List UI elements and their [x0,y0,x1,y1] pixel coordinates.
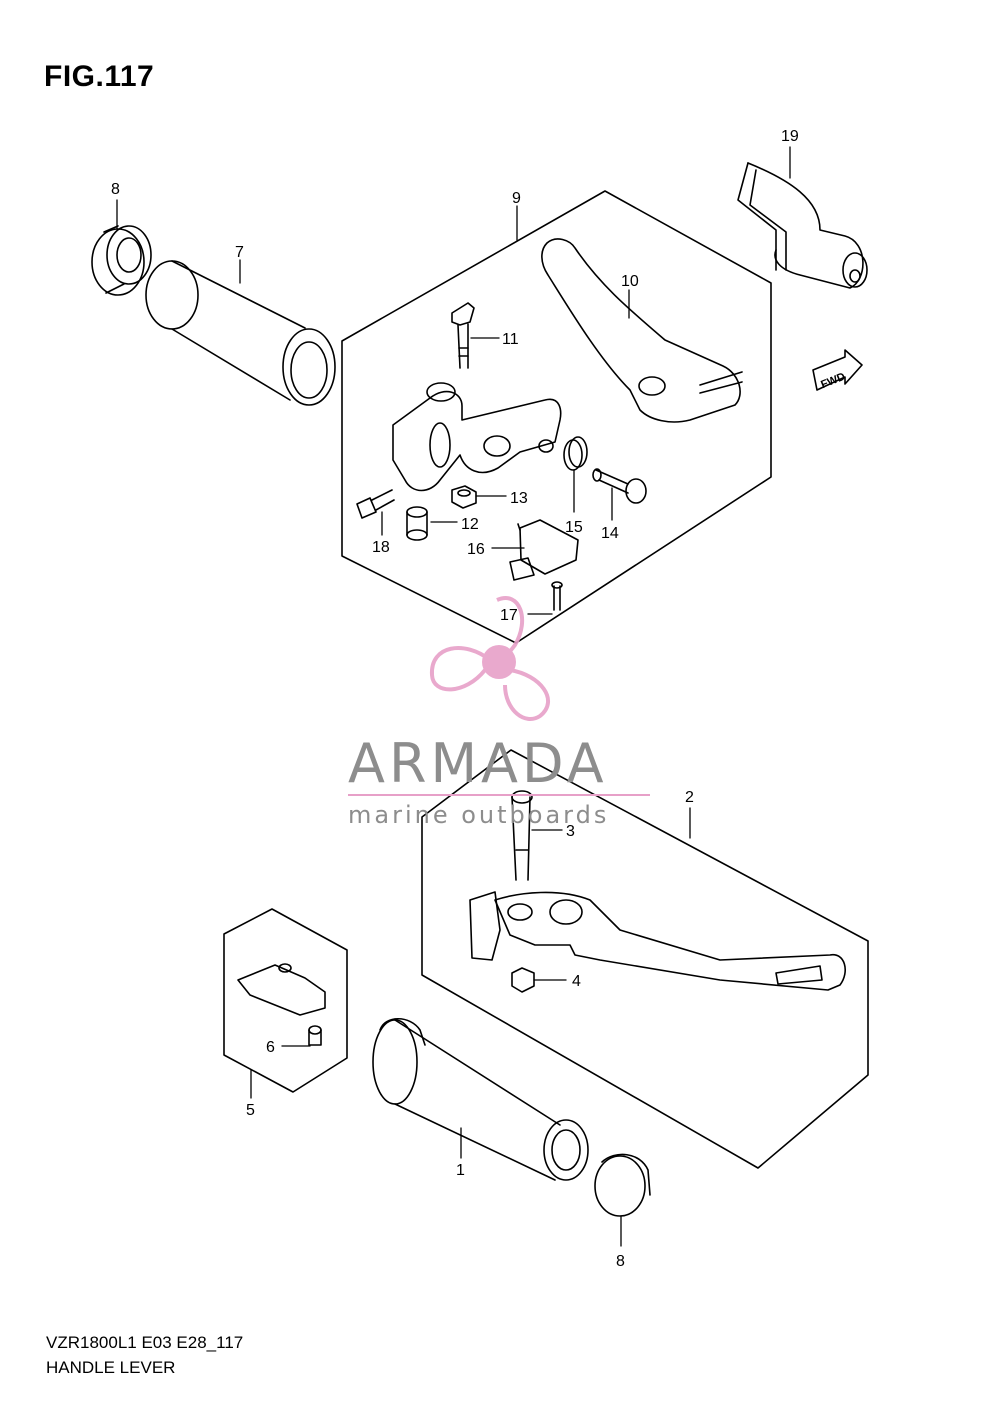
callouts: 8 7 9 10 19 11 13 12 18 15 14 16 17 2 3 … [111,128,799,1270]
spacer-collar [406,506,428,541]
lever-boot [737,162,868,289]
watermark-tagline: marine outboards [348,801,609,829]
callout-4: 4 [572,973,581,990]
screw-18 [356,489,395,519]
pivot-bolt-lower [511,790,533,881]
leader-lines [116,146,791,1247]
screw-17 [551,581,563,611]
callout-11: 11 [502,331,519,348]
callout-12: 12 [461,516,479,533]
nut-13 [451,485,477,509]
end-cap-lower [594,1153,651,1217]
callout-8-lower: 8 [616,1253,625,1270]
clutch-switch [509,519,579,581]
grip-sleeve [145,260,336,406]
callout-15: 15 [565,519,583,536]
adjuster-wheel [563,436,588,471]
model-code: VZR1800L1 E03 E28_117 [46,1333,244,1352]
assembly-outline-5 [223,908,348,1093]
brake-switch [237,963,326,1016]
diagram-title: HANDLE LEVER [46,1358,176,1377]
callout-1: 1 [456,1162,465,1179]
callout-16: 16 [467,541,485,558]
callout-9: 9 [512,190,521,207]
lever-holder [392,382,562,492]
callout-13: 13 [510,490,528,507]
assembly-outline-2 [421,749,869,1169]
callout-7: 7 [235,244,244,261]
callout-8-upper: 8 [111,181,120,198]
fwd-arrow-icon [812,349,863,391]
callout-14: 14 [601,525,619,542]
callout-5: 5 [246,1102,255,1119]
adjuster-bolt [592,468,647,504]
callout-19: 19 [781,128,799,145]
callout-2: 2 [685,789,694,806]
throttle-grip [372,1017,589,1181]
screw-6 [308,1025,322,1046]
assembly-outline-9 [341,190,772,644]
watermark-brand: ARMADA [348,732,608,795]
watermark-logo [429,596,550,721]
callout-18: 18 [372,539,390,556]
figure-number: FIG.117 [44,60,155,93]
callout-3: 3 [566,823,575,840]
nut-4 [511,967,535,993]
clutch-lever [541,238,743,423]
brake-lever [469,891,846,991]
callout-6: 6 [266,1039,275,1056]
end-weight-upper [91,225,152,296]
pivot-bolt [451,302,475,369]
callout-17: 17 [500,607,518,624]
callout-10: 10 [621,273,639,290]
